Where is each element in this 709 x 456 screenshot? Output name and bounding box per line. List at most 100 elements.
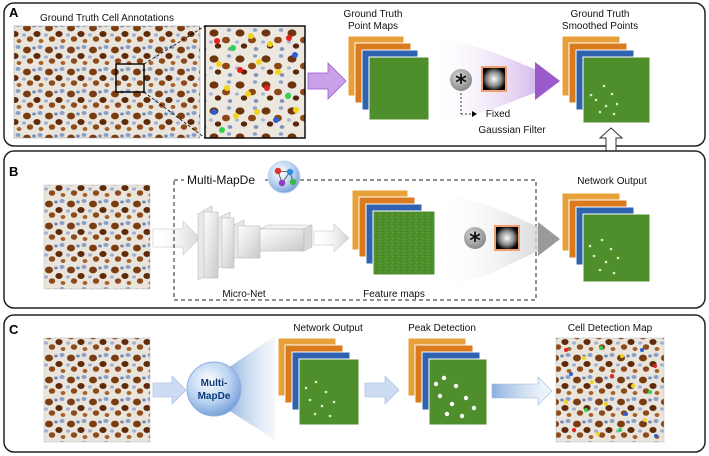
- gaussian-filter-a: [481, 66, 507, 92]
- point-maps-stack: [347, 35, 430, 121]
- annotation-dot: [293, 107, 299, 113]
- smoothed-points-stack: [561, 35, 651, 124]
- filter-pointer-head: [472, 111, 477, 117]
- convolution-operator-b: [464, 227, 486, 249]
- annotation-dot: [273, 117, 279, 123]
- logo-node: [278, 179, 286, 187]
- multimapde-network-icon: [267, 160, 301, 194]
- smoothed-dot: [612, 112, 616, 116]
- annotation-dot: [245, 91, 251, 97]
- peak-layer-green: [428, 358, 488, 426]
- panel-c-letter: C: [9, 322, 19, 337]
- model-title-backdrop: [184, 171, 262, 187]
- peak-detection-label: Peak Detection: [408, 323, 476, 334]
- output-c-dot: [324, 390, 328, 394]
- detection-marker: [643, 418, 647, 422]
- peak-dot: [441, 375, 447, 381]
- network-output-stack-c: [277, 337, 360, 426]
- convolution-symbol-a: *: [455, 71, 467, 96]
- network-output-label-c: Network Output: [293, 323, 363, 334]
- panel-a-letter: A: [9, 5, 19, 20]
- panel-c-input-image: [43, 337, 151, 443]
- detection-markers: [564, 346, 658, 438]
- panel-b-input-image: [43, 184, 151, 290]
- output-c-dots: [304, 380, 336, 418]
- output-c-dot: [313, 412, 317, 416]
- output-b-dot: [588, 244, 592, 248]
- detection-marker: [564, 400, 568, 404]
- output-b-dot: [609, 247, 613, 251]
- detection-marker: [618, 428, 622, 432]
- detection-marker: [648, 390, 652, 394]
- peak-dot: [433, 381, 439, 387]
- smoothed-dot: [598, 110, 602, 114]
- peak-dot: [437, 393, 443, 399]
- annotation-dot: [237, 67, 243, 73]
- filter-label-line1: Fixed: [486, 109, 510, 120]
- zoomed-annotation-inset: [204, 25, 306, 139]
- zoom-line-bottom: [143, 91, 206, 139]
- detection-marker: [640, 348, 644, 352]
- smoothed-dot: [589, 93, 593, 97]
- annotation-dots: [211, 33, 299, 133]
- zoom-selection-box: [115, 63, 145, 93]
- smoothed-layer-green: [582, 56, 651, 124]
- detection-marker: [604, 402, 608, 406]
- smoothed-label-line1: Ground Truth: [571, 9, 630, 20]
- annotation-dot: [285, 93, 291, 99]
- smoothing-funnel-b: [435, 195, 548, 285]
- micronet-label: Micro-Net: [222, 289, 266, 300]
- output-b-dot: [612, 271, 616, 275]
- detection-marker: [564, 348, 568, 352]
- detection-marker: [624, 412, 628, 416]
- peak-detection-stack: [407, 337, 488, 426]
- annotation-dot: [219, 127, 225, 133]
- convolution-operator-a: [450, 69, 472, 91]
- annotation-dot: [275, 69, 281, 75]
- smoothed-dot: [602, 84, 606, 88]
- output-c-dot: [332, 400, 336, 404]
- annotation-dot: [214, 38, 220, 44]
- output-b-dots: [588, 238, 620, 275]
- detection-marker: [582, 356, 586, 360]
- annotation-dot: [211, 109, 217, 115]
- detection-marker: [653, 364, 657, 368]
- arrow-b-to-output: [538, 222, 560, 256]
- panel-a-tissue-image: [13, 25, 201, 139]
- filter-label-line2: Gaussian Filter: [478, 125, 546, 136]
- arrow-output-to-peak: [364, 375, 400, 405]
- detection-marker: [590, 380, 594, 384]
- detection-marker: [620, 354, 624, 358]
- micronet-block-2-face: [221, 217, 235, 269]
- smoothed-point-dots: [589, 84, 619, 116]
- network-output-label-b: Network Output: [577, 176, 647, 187]
- cell-detection-map-image: [555, 337, 665, 443]
- network-output-stack-b: [561, 192, 651, 283]
- annotation-dot: [256, 59, 262, 65]
- model-to-output-fan: [225, 336, 275, 440]
- annotation-dot: [216, 61, 222, 67]
- smoothed-dot: [604, 104, 608, 108]
- output-c-dot: [308, 398, 312, 402]
- output-c-dot: [320, 404, 324, 408]
- multimapde-model-ball: [186, 361, 242, 417]
- annotation-dot: [224, 85, 230, 91]
- smoothed-label-line2: Smoothed Points: [562, 21, 638, 32]
- logo-node: [274, 167, 282, 175]
- output-c-dot: [304, 386, 308, 390]
- gaussian-filter-b: [494, 225, 520, 251]
- peak-dot: [463, 395, 469, 401]
- arrow-c-input-to-model: [152, 375, 187, 405]
- output-b-dot: [600, 238, 604, 242]
- output-c-layer-green: [298, 358, 360, 426]
- point-map-layer-green: [368, 56, 430, 121]
- micronet-block-4-top: [259, 224, 313, 230]
- annotation-dot: [267, 41, 273, 47]
- micronet-block-4-side: [303, 224, 313, 252]
- micronet-diagram: [197, 205, 313, 281]
- annotation-dot: [264, 85, 270, 91]
- arrow-micronet-to-features: [313, 223, 350, 253]
- output-b-layer-green: [582, 213, 651, 283]
- annotation-dot: [292, 52, 298, 58]
